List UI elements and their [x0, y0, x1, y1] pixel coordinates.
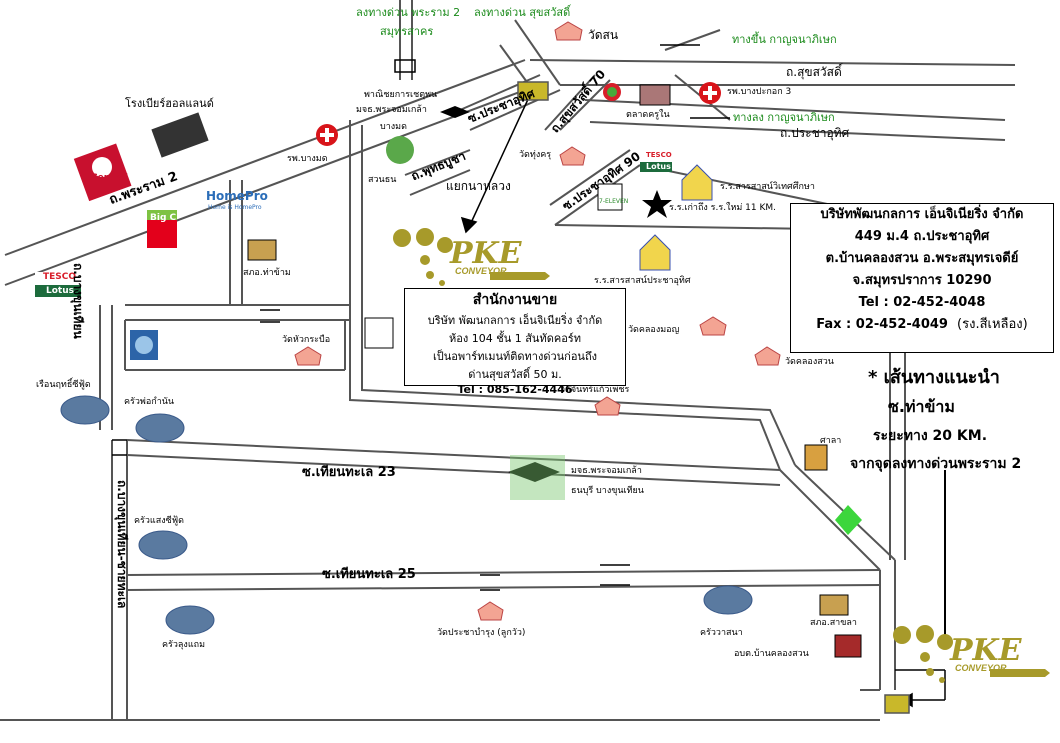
wat-khlong-mon-label: วัดคลองมอญ	[628, 325, 680, 335]
bang-khun-thian-chaithale-label: ถ.บางขุนเทียน-ชายทะเล	[115, 480, 129, 609]
yaek-na-luang-label: แยกนาหลวง	[446, 179, 511, 193]
company-addr3: จ.สมุทรปราการ 10290	[852, 273, 992, 288]
factory-marker	[884, 694, 910, 714]
police-thakham-label: สภอ.ท่าข้าม	[243, 268, 291, 278]
police-sakhla-label: สภอ.สาขลา	[810, 618, 857, 628]
kmutt-bangmot-label: บางมด	[380, 122, 407, 132]
wat-khlong-suan-label: วัดคลองสวน	[785, 357, 834, 367]
tesco-logo: TESCO	[43, 272, 77, 282]
thian-thale-25-label: ซ.เทียนทะเล 25	[322, 567, 416, 582]
kanchana-down-label: ทางลง กาญจนาภิเษก	[733, 111, 835, 124]
kmutt-bangkhunthian-label: ธนบุรี บางขุนเทียน	[571, 486, 644, 496]
company-tel: Tel : 02-452-4048	[858, 295, 986, 310]
company-name: บริษัทพัฒนกลการ เอ็นจิเนียริ่ง จำกัด	[820, 207, 1024, 222]
homepro-tagline: Home is HomePro	[208, 204, 262, 211]
wat-pracha-bamrung-label: วัดประชาบำรุง (ลูกวัว)	[437, 628, 526, 638]
kmutt-label: มจธ.พระจอมเกล้า	[356, 105, 427, 115]
sales-office-title: สำนักงานขาย	[472, 292, 558, 308]
sales-office-box: สำนักงานขาย บริษัท พัฒนกลการ เอ็นจิเนียร…	[404, 288, 626, 396]
holland-beer-label: โรงเบียร์ฮอลแลนด์	[125, 97, 214, 110]
sales-office-marker	[517, 81, 549, 101]
sales-office-tel: Tel : 085-162-4446	[457, 383, 573, 396]
school-saraswat-label: ร.ร.สารสาสน์วิเทศศึกษา	[720, 182, 815, 192]
star-icon	[642, 190, 672, 218]
expressway-rama2-sub-label: สมุทรสาคร	[380, 25, 434, 38]
suan-thon-label: สวนธน	[368, 175, 397, 185]
kmutt-thonburi-label: มจธ.พระจอมเกล้า	[571, 466, 642, 476]
suksawat-road-label: ถ.สุขสวัสดิ์	[786, 65, 842, 79]
company-addr2: ต.บ้านคลองสวน อ.พระสมุทรเจดีย์	[825, 251, 1019, 266]
hospital-bangmot-label: รพ.บางมด	[287, 154, 328, 164]
wat-son-label: วัดสน	[588, 28, 619, 42]
company-addr1: 449 ม.4 ถ.ประชาอุทิศ	[854, 229, 990, 244]
guide-line3: จากจุดลงทางด่วนพระราม 2	[850, 456, 1022, 472]
talat-khru-nai-label: ตลาดครูใน	[626, 110, 670, 120]
krua-phokamnan-label: ครัวพ่อกำนัน	[124, 397, 175, 407]
company-fax: Fax : 02-452-4049	[816, 317, 948, 332]
panichyakarn-label: พาณิชยการเชตุพน	[364, 90, 438, 100]
expressway-rama2-label: ลงทางด่วน พระราม 2	[356, 6, 461, 19]
company-fax-note: (รง.สีเหลือง)	[957, 317, 1028, 332]
homepro-logo: HomePro	[206, 189, 268, 203]
krua-saeng-label: ครัวแสงซีฟู้ด	[134, 516, 184, 526]
school-kaothueng-label: ร.ร.เก่าถึง ร.ร.ใหม่ 11 KM.	[669, 203, 777, 213]
pracha-uthit-road-label: ถ.ประชาอุทิศ	[780, 126, 850, 140]
wat-hua-krabue-label: วัดหัวกระบือ	[282, 335, 331, 345]
sales-office-line2: ห้อง 104 ชั้น 1 สันทัดคอร์ท	[449, 332, 581, 345]
guide-line2: ระยะทาง 20 KM.	[873, 428, 988, 444]
school-saraswat-pracha-label: ร.ร.สารสาสน์ประชาอุทิศ	[594, 276, 691, 286]
sala-label: ศาลา	[820, 436, 842, 446]
krua-lungthaem-label: ครัวลุงแถม	[162, 640, 206, 650]
pke-logo-text: PKE	[450, 236, 522, 271]
kanchana-up-label: ทางขึ้น กาญจนาภิเษก	[732, 33, 837, 46]
lotus-logo-2: Lotus	[646, 162, 671, 171]
lotus-logo: Lotus	[46, 286, 74, 296]
pke-logo-sub: CONVEYOR	[455, 266, 507, 276]
sales-office-line4: ด่านสุขสวัสดิ์ 50 ม.	[468, 368, 562, 381]
rueang-seafood-label: เรือนฤทธิ์ซีฟู้ด	[36, 380, 91, 390]
company-box: บริษัทพัฒนกลการ เอ็นจิเนียริ่ง จำกัด 449…	[790, 203, 1054, 353]
central-logo: Central	[91, 173, 129, 183]
wat-thung-khru-label: วัดทุ่งครุ	[519, 150, 552, 160]
guide-title: * เส้นทางแนะนำ	[868, 367, 1000, 388]
seven-eleven-logo: 7-ELEVEN	[599, 198, 629, 205]
pke-logo-text-2: PKE	[950, 633, 1022, 668]
bigc-logo: Big C	[150, 213, 177, 223]
guide-line1: ซ.ท่าข้าม	[888, 397, 955, 416]
expressway-suksawat-label: ลงทางด่วน สุขสวัสดิ์	[474, 6, 571, 19]
thian-thale-23-label: ซ.เทียนทะเล 23	[302, 465, 396, 480]
wat-chan-kaew-label: วัดจันทร์แก้วเพชร	[560, 385, 630, 395]
sales-office-line3: เป็นอพาร์ทเมนท์ติดทางด่วนก่อนถึง	[433, 350, 597, 363]
obt-khlong-suan-label: อบต.บ้านคลองสวน	[734, 649, 809, 659]
tesco-logo-2: TESCO	[646, 151, 672, 159]
bang-khun-thian-label: ถ.บางขุนเทียน	[71, 263, 85, 339]
krua-wasana-label: ครัววาสนา	[700, 628, 743, 638]
pke-logo-sub-2: CONVEYOR	[955, 663, 1007, 673]
sales-office-line1: บริษัท พัฒนกลการ เอ็นจิเนียริ่ง จำกัด	[427, 314, 603, 327]
hospital-bangpakok-label: รพ.บางปะกอก 3	[727, 87, 792, 97]
